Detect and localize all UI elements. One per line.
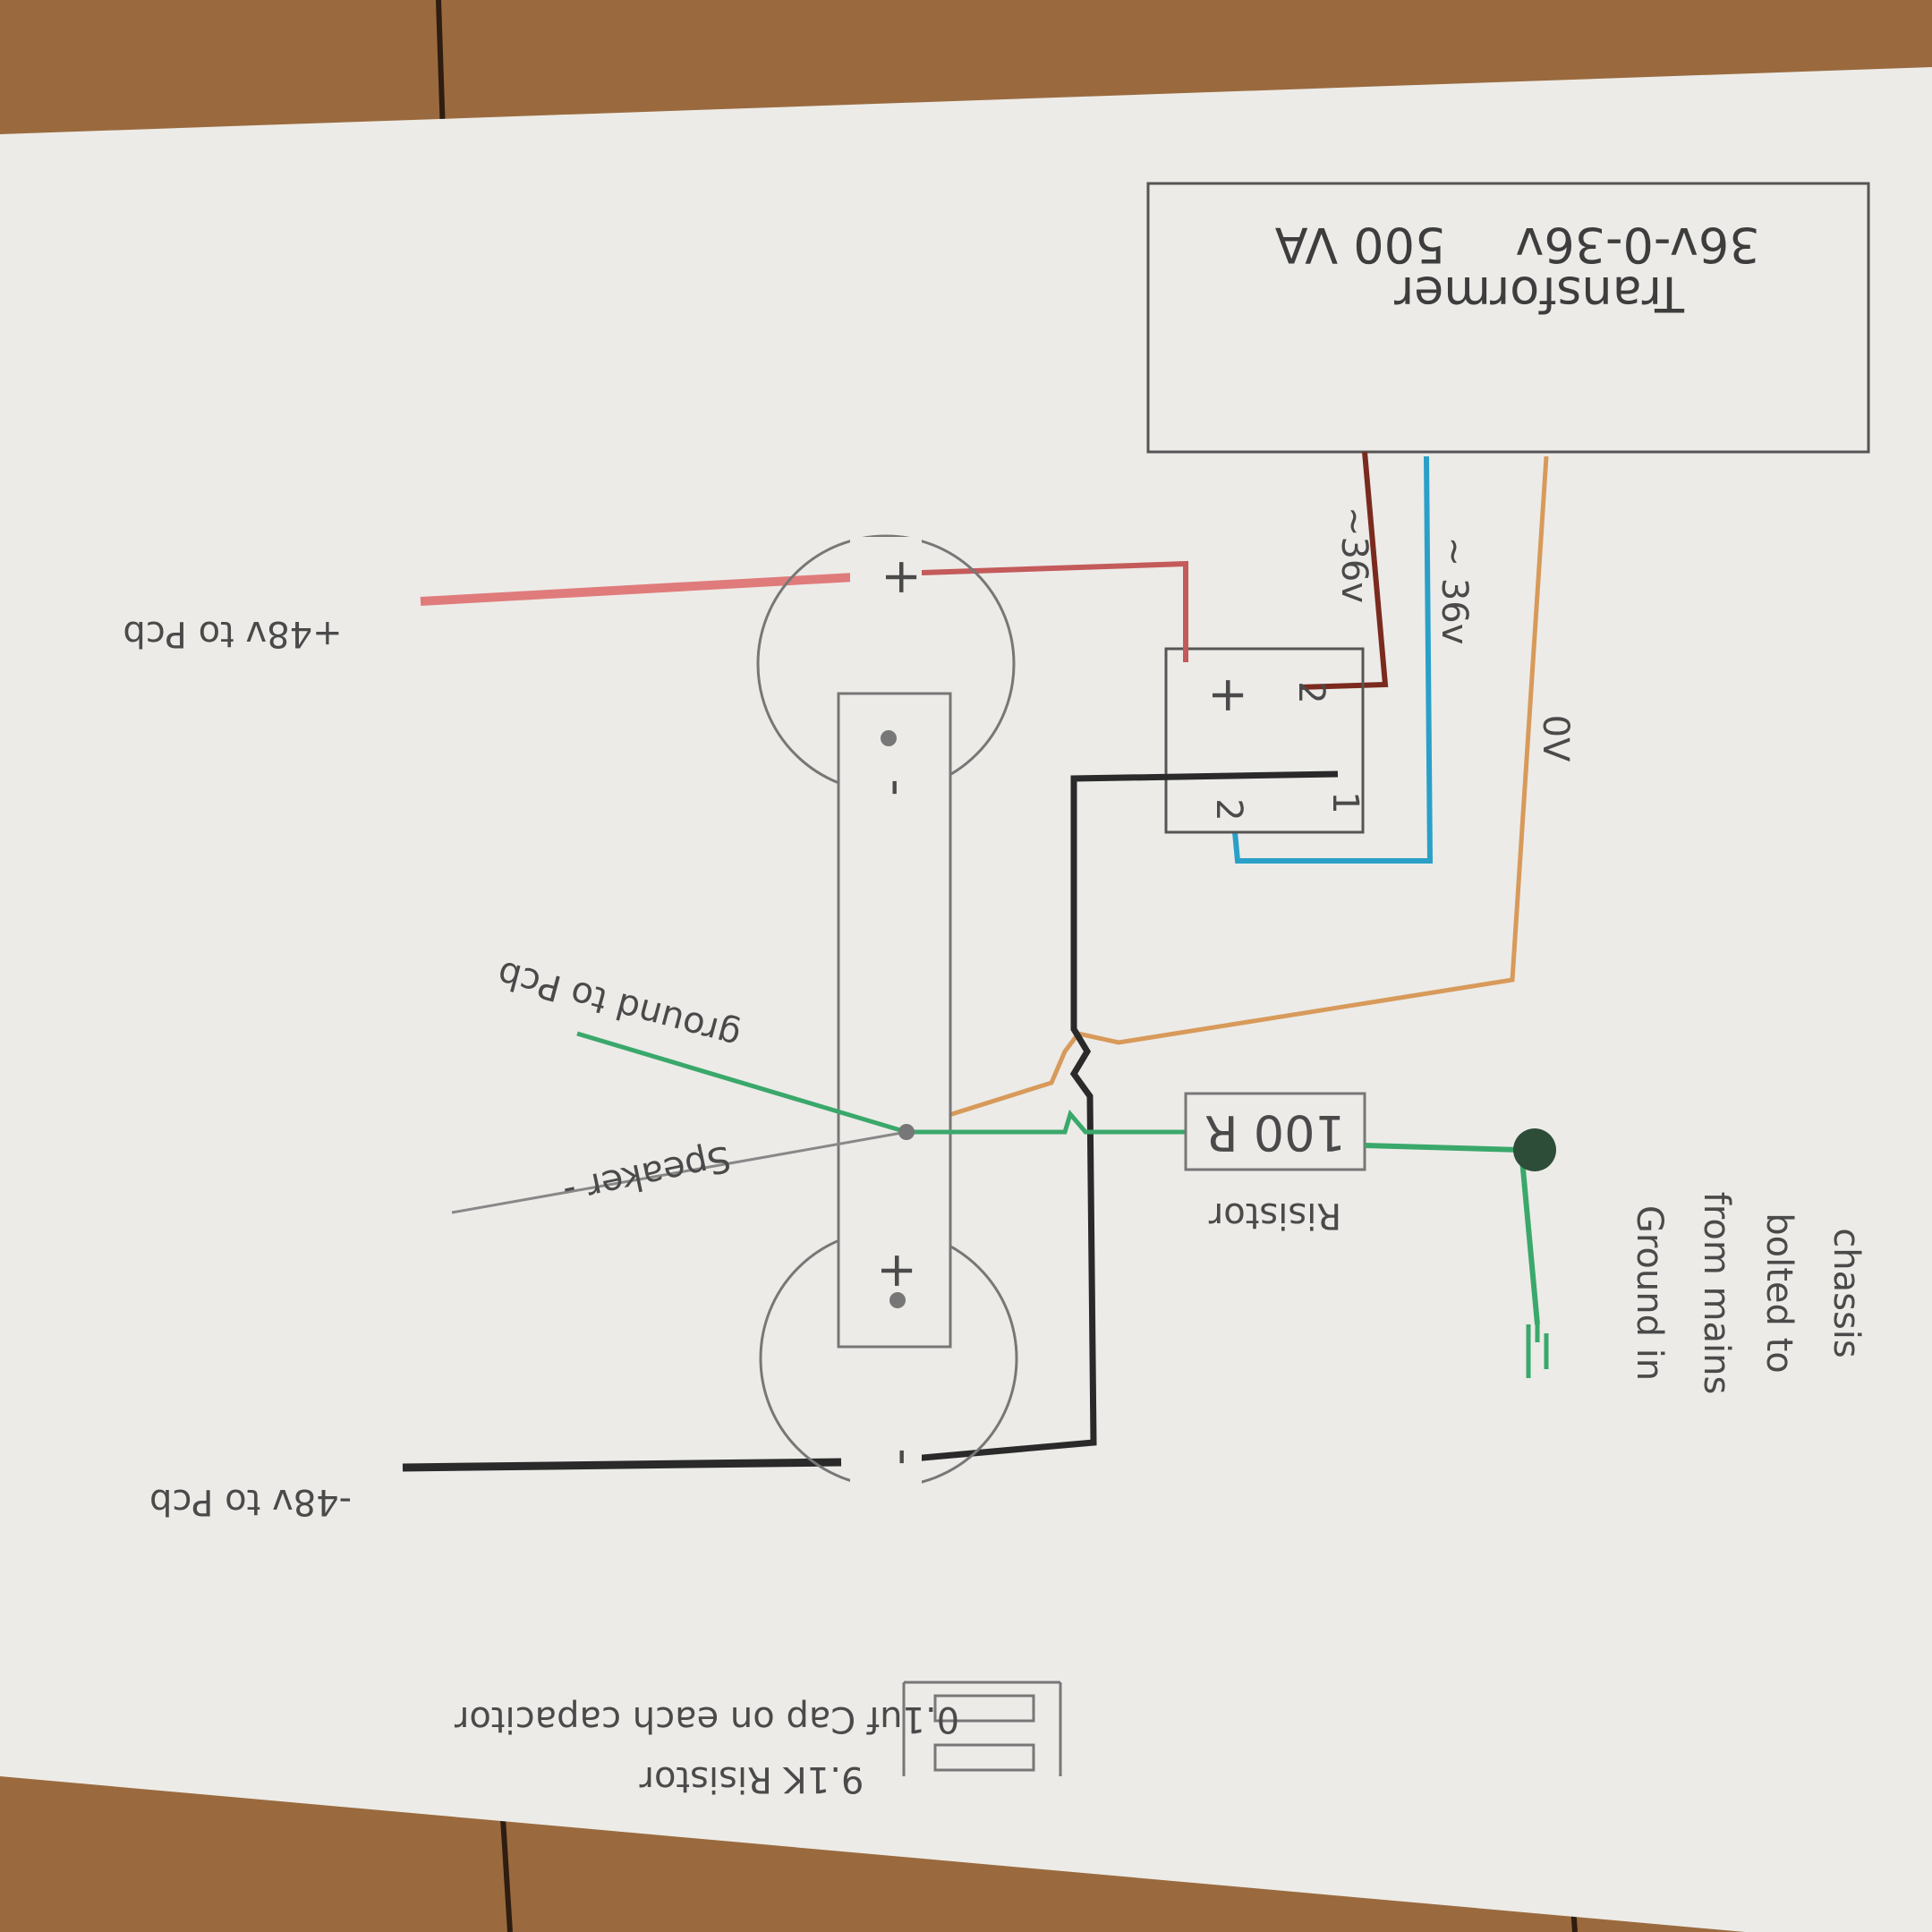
legend-res-note: 9.1K Risistor <box>639 1758 864 1800</box>
ac-wire-brown <box>1298 451 1389 690</box>
capacitor-top-cover <box>850 537 922 600</box>
bus-bar-minus: - <box>870 779 926 796</box>
minus48-label: -48v to Pcb <box>149 1481 352 1522</box>
bus-bar-hole-bottom <box>889 1292 906 1308</box>
legend-cap-symbol <box>902 1681 1062 1776</box>
capacitor-top-terminal: + <box>874 557 931 597</box>
resistor-100r <box>1184 1092 1366 1171</box>
rectifier-plus: + <box>1201 675 1257 715</box>
ac-label-1: ~36v <box>1333 506 1375 603</box>
negative-wire-out <box>402 1458 842 1472</box>
ground-in-line-4: chassis <box>1826 1228 1867 1358</box>
negative-wire <box>912 770 1339 1462</box>
plus48-label: +48v to Pcb <box>123 613 342 654</box>
ground-in-line-1: Ground in <box>1629 1205 1670 1381</box>
positive-wire-out <box>420 573 855 606</box>
ground-in-line-2: from mains <box>1696 1192 1737 1395</box>
transformer-box <box>1146 182 1870 454</box>
wood-seam <box>436 0 446 135</box>
bus-bar-plus: + <box>870 1250 926 1290</box>
zero-volt-label: 0V <box>1535 715 1576 762</box>
positive-wire <box>921 560 1188 662</box>
bus-bar <box>837 692 952 1349</box>
speaker-wire <box>451 1130 907 1214</box>
legend-cap-note: 0.1uf Cap on each capacitor <box>454 1698 959 1740</box>
transformer-voltage: 36v-0-36v <box>1515 217 1759 273</box>
bus-bar-hole-top <box>881 730 897 746</box>
ground-main-wire <box>906 1109 1186 1135</box>
capacitor-bottom-terminal: - <box>877 1448 933 1466</box>
ground-to-pcb-wire <box>576 1031 907 1135</box>
ac-label-2: ~ 36v <box>1434 537 1475 645</box>
resistor-name: Risistor <box>1208 1195 1341 1236</box>
rectifier-box <box>1164 647 1365 834</box>
rectifier-pin-1: 1 <box>1324 791 1366 813</box>
ground-in-line-3: bolted to <box>1758 1213 1800 1374</box>
star-ground-point <box>898 1124 915 1140</box>
resistor-value: 100 R <box>1204 1104 1346 1161</box>
transformer-title: Transformer <box>1393 266 1685 322</box>
paper-sheet <box>0 67 1932 1932</box>
earth-ground-icon <box>1526 1324 1549 1378</box>
transformer-rating: 500 VA <box>1275 217 1446 273</box>
ac-wire-blue <box>1232 455 1434 864</box>
capacitor-bottom-cover <box>850 1427 922 1490</box>
rectifier-pin-2-top: 2 <box>1290 681 1332 703</box>
rectifier-pin-2-bottom: 2 <box>1208 798 1249 821</box>
chassis-ground-bolt <box>1513 1128 1556 1171</box>
